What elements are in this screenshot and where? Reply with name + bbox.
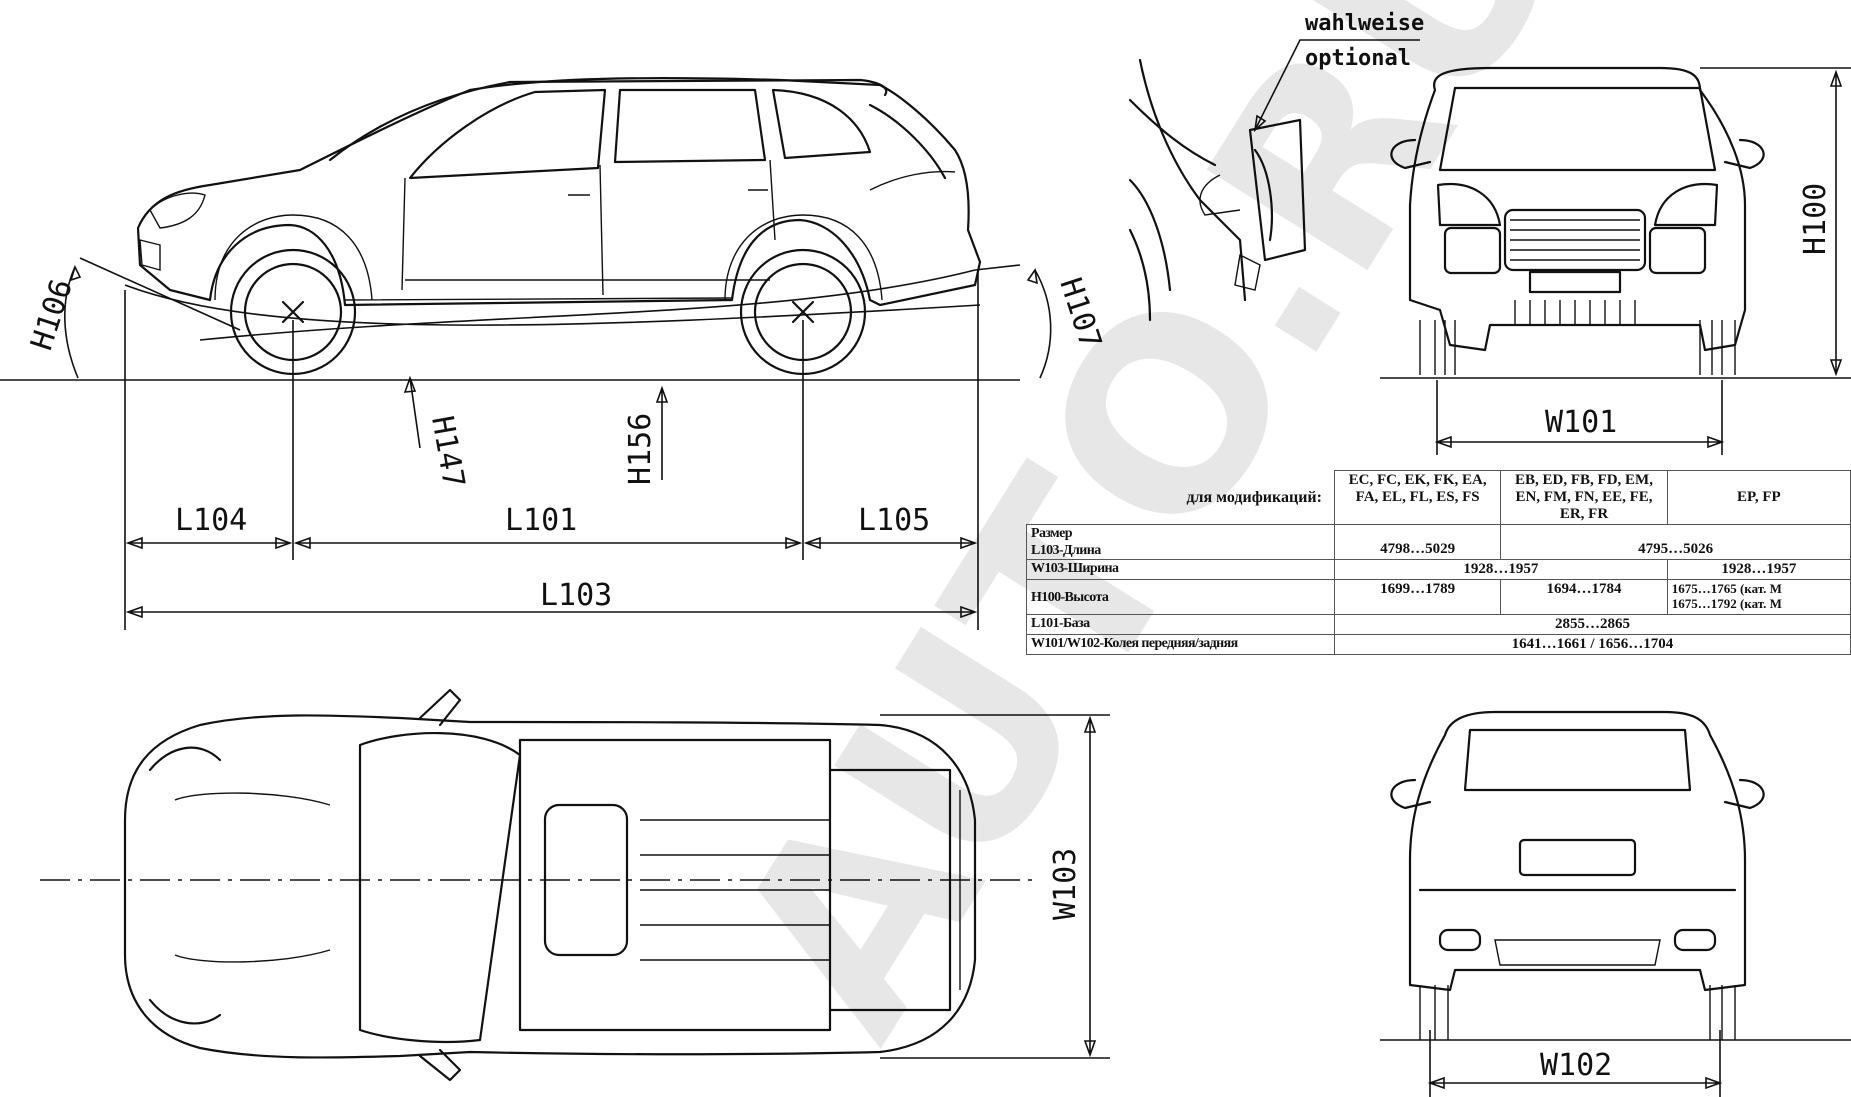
height-value-col3-line2: 1675…1792 (кат. M [1671, 596, 1782, 611]
rear-view-drawing [1380, 710, 1851, 1097]
table-row: Размер L103-Длина 4798…5029 4795…5026 [1026, 524, 1851, 560]
h147-label: H147 [424, 413, 471, 490]
table-row: W101/W102-Колея передняя/задняя 1641…166… [1026, 634, 1851, 655]
length-value-col1: 4798…5029 [1333, 524, 1502, 560]
l103-label: L103 [540, 578, 612, 613]
l105-label: L105 [858, 503, 930, 538]
table-row: W103-Ширина 1928…1957 1928…1957 [1026, 559, 1851, 580]
column-header-2: EB, ED, FB, FD, EM, EN, FM, FN, EE, FE, … [1500, 470, 1668, 525]
column-header-1: EC, FC, EK, FK, EA, FA, EL, FL, ES, FS [1333, 470, 1502, 525]
h106-label: H106 [24, 275, 80, 355]
table-row: L101-База 2855…2865 [1026, 614, 1851, 635]
h100-label: H100 [1798, 183, 1833, 255]
w102-label: W102 [1540, 1048, 1612, 1083]
modification-header: для модификаций: [1186, 488, 1322, 506]
h156-label: H156 [623, 413, 658, 485]
row-label-track: W101/W102-Колея передняя/задняя [1026, 634, 1335, 655]
row-label-height: H100-Высота [1026, 579, 1335, 615]
height-value-col3-line1: 1675…1765 (кат. M [1671, 581, 1782, 596]
length-value-col23: 4795…5026 [1500, 524, 1851, 560]
column-header-3: EP, FP [1666, 470, 1851, 525]
table-row: H100-Высота 1699…1789 1694…1784 1675…176… [1026, 579, 1851, 615]
row-label-base: L101-База [1026, 614, 1335, 635]
front-view-drawing [1380, 66, 1851, 455]
size-label: Размер [1031, 526, 1073, 541]
table-header-row: для модификаций: EC, FC, EK, FK, EA, FA,… [1027, 470, 1851, 525]
w101-label: W101 [1545, 405, 1617, 440]
top-view-drawing [40, 688, 1110, 1082]
l104-label: L104 [175, 503, 247, 538]
width-value-col3: 1928…1957 [1666, 559, 1851, 580]
dimensions-table: для модификаций: EC, FC, EK, FK, EA, FA,… [1026, 470, 1851, 655]
side-dimensions [64, 264, 1052, 619]
l101-label: L101 [505, 503, 577, 538]
row-label-width: W103-Ширина [1026, 559, 1335, 580]
track-value: 1641…1661 / 1656…1704 [1333, 634, 1851, 655]
height-value-col1: 1699…1789 [1333, 579, 1502, 615]
width-value-col12: 1928…1957 [1333, 559, 1668, 580]
row-label-length: L103-Длина [1031, 543, 1101, 558]
height-value-col2: 1694…1784 [1500, 579, 1668, 615]
base-value: 2855…2865 [1333, 614, 1851, 635]
optional-note-line2: optional [1305, 46, 1411, 71]
optional-note-line1: wahlweise [1305, 11, 1424, 36]
w103-label: W103 [1048, 848, 1083, 920]
tailgate-detail-drawing [1128, 39, 1420, 322]
side-view-drawing [0, 77, 1021, 630]
